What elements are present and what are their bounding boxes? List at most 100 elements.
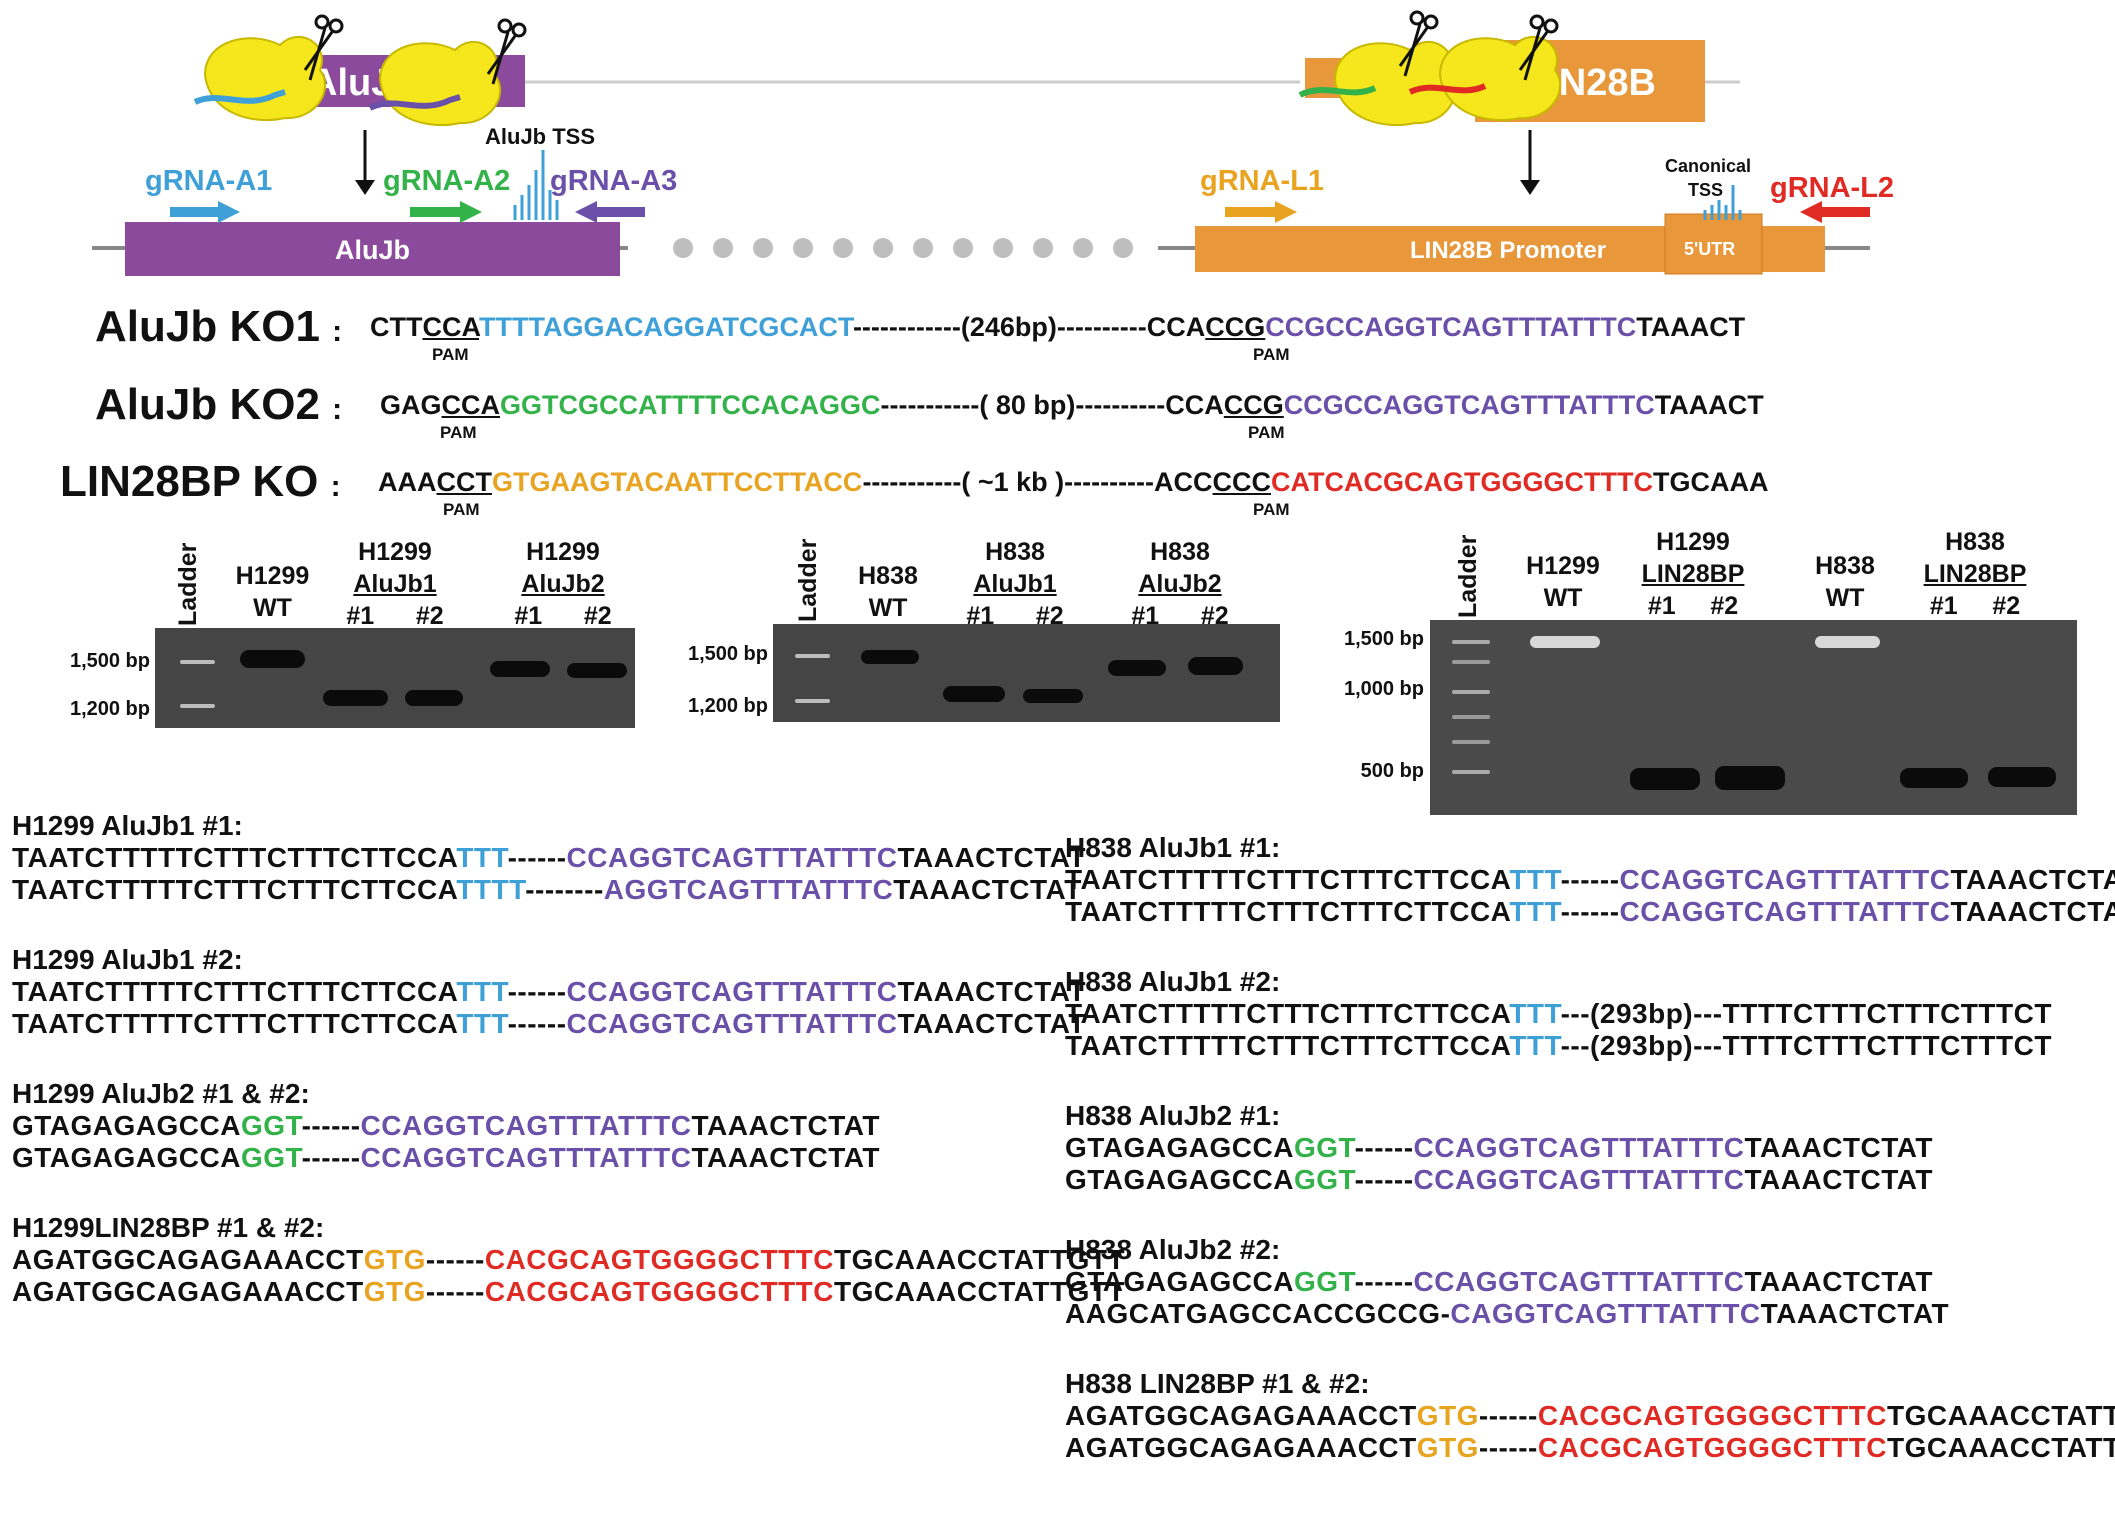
ko1-sequence: CTTCCATTTTAGGACAGGATCGCACT------------(2… — [370, 312, 1746, 342]
grna-a1-arrow-icon — [170, 201, 240, 223]
ko2-pam-right: PAM — [1248, 423, 1285, 442]
alujb-tss-peaks — [513, 150, 559, 220]
scissors-icon-3 — [1398, 10, 1439, 77]
grna-a3-wiggle — [368, 94, 461, 111]
clone-seq-line: TAATCTTTTTCTTTCTTTCTTCCATTT------CCAGGTC… — [1065, 864, 2115, 895]
clone-title: H838 AluJb1 #2: — [1065, 966, 1281, 997]
clone-seq-line: AGATGGCAGAGAAACCTGTG------CACGCAGTGGGGCT… — [12, 1244, 1126, 1275]
ko2-pam-left: PAM — [440, 423, 477, 442]
scissors-icon-2 — [486, 18, 527, 85]
clone-seq-line: TAATCTTTTTCTTTCTTTCTTCCATTT------CCAGGTC… — [12, 842, 1086, 873]
cas9-icon-1 — [203, 35, 326, 122]
alujb-box-label: AluJb — [335, 235, 410, 265]
ko3-pam-right: PAM — [1253, 500, 1290, 519]
lin28b-promoter-label: LIN28B Promoter — [1410, 237, 1606, 264]
grna-a2-arrow-icon — [410, 201, 482, 223]
clone-seq-line: GTAGAGAGCCAGGT------CCAGGTCAGTTTATTTCTAA… — [12, 1142, 881, 1173]
grna-l1-label: gRNA-L1 — [1200, 165, 1324, 197]
grna-a2-label: gRNA-A2 — [383, 165, 510, 197]
grna-a2-wiggle — [1298, 85, 1377, 98]
clone-seq-line: TAATCTTTTTCTTTCTTTCTTCCATTT---(293bp)---… — [1065, 1030, 2052, 1061]
scissors-icon-1 — [303, 14, 344, 81]
utr-label: 5'UTR — [1684, 239, 1735, 259]
ko2-sequence: GAGCCAGGTCGCCATTTTCCACAGGC-----------( 8… — [380, 390, 1764, 420]
grna-a3-label: gRNA-A3 — [550, 165, 677, 197]
canonical-tss-peaks — [1703, 185, 1742, 220]
gel1-image — [155, 628, 635, 728]
gel2-image — [773, 624, 1280, 722]
gel2-ladder-label: Ladder — [794, 538, 822, 622]
gel3-image — [1430, 620, 2077, 815]
grna-a1-wiggle — [193, 89, 286, 105]
clone-seq-line: TAATCTTTTTCTTTCTTTCTTCCATTT------CCAGGTC… — [1065, 896, 2115, 927]
grna-l2-arrow-icon — [1800, 201, 1870, 223]
ko1-pam-right: PAM — [1253, 345, 1290, 364]
clone-seq-line: GTAGAGAGCCAGGT------CCAGGTCAGTTTATTTCTAA… — [1065, 1164, 1934, 1195]
gel3-marker-500: 500 bp — [1360, 760, 1424, 782]
clone-seq-line: TAATCTTTTTCTTTCTTTCTTCCATTT---(293bp)---… — [1065, 998, 2052, 1029]
crispr-schematic: AluJb LIN28B AluJb — [92, 10, 1894, 276]
down-arrow-icon-2 — [1520, 130, 1540, 195]
clone-title: H1299 AluJb1 #2: — [12, 944, 243, 975]
gel1-marker-1500: 1,500 bp — [69, 650, 150, 672]
clone-seq-line: TAATCTTTTTCTTTCTTTCTTCCATTT------CCAGGTC… — [12, 1008, 1086, 1039]
alujb-tss-label: AluJb TSS — [485, 124, 595, 149]
utr-box — [1664, 213, 1763, 275]
ko3-sequence: AAACCTGTGAAGTACAATTCCTTACC-----------( ~… — [378, 467, 1769, 497]
grna-l1-arrow-icon — [1225, 201, 1297, 223]
clone-title: H1299 AluJb1 #1: — [12, 810, 243, 841]
ko3-label: LIN28BP KO : — [60, 457, 341, 506]
clone-seq-line: TAATCTTTTTCTTTCTTTCTTCCATTT------CCAGGTC… — [12, 976, 1086, 1007]
ko2-label: AluJb KO2 : — [95, 380, 343, 429]
gel2-marker-1200: 1,200 bp — [687, 695, 768, 717]
clone-seq-line: GTAGAGAGCCAGGT------CCAGGTCAGTTTATTTCTAA… — [1065, 1266, 1934, 1297]
gel3-marker-1000: 1,000 bp — [1343, 678, 1424, 700]
cas9-icon-2 — [378, 40, 501, 127]
clone-seq-line: TAATCTTTTTCTTTCTTTCTTCCATTTT--------AGGT… — [12, 874, 1082, 905]
clones-right: H838 AluJb1 #1: TAATCTTTTTCTTTCTTTCTTCCA… — [1065, 832, 2115, 1464]
clone-title: H838 AluJb2 #1: — [1065, 1100, 1281, 1131]
gel3-ladder-label: Ladder — [1454, 534, 1482, 618]
gel3-marker-1500: 1,500 bp — [1343, 628, 1424, 650]
grna-l2-wiggle — [1408, 83, 1487, 95]
alujb-box — [125, 222, 620, 276]
clones-left: H1299 AluJb1 #1: TAATCTTTTTCTTTCTTTCTTCC… — [12, 810, 1125, 1308]
clone-seq-line: GTAGAGAGCCAGGT------CCAGGTCAGTTTATTTCTAA… — [12, 1110, 881, 1141]
gel1-ladder-label: Ladder — [174, 542, 202, 626]
ko1-label: AluJb KO1 : — [95, 302, 343, 351]
clone-title: H1299LIN28BP #1 & #2: — [12, 1212, 325, 1243]
grna-l2-label: gRNA-L2 — [1770, 172, 1894, 204]
scissors-icon-4 — [1518, 14, 1559, 81]
down-arrow-icon-1 — [355, 130, 375, 195]
gel1-marker-1200: 1,200 bp — [69, 698, 150, 720]
gel2-marker-1500: 1,500 bp — [687, 643, 768, 665]
ko1-pam-left: PAM — [432, 345, 469, 364]
clone-title: H838 LIN28BP #1 & #2: — [1065, 1368, 1370, 1399]
canonical-tss-label-1: Canonical — [1665, 156, 1751, 176]
clone-seq-line: AGATGGCAGAGAAACCTGTG------CACGCAGTGGGGCT… — [12, 1276, 1126, 1307]
gap-dots — [673, 238, 1133, 258]
clone-title: H1299 AluJb2 #1 & #2: — [12, 1078, 310, 1109]
clone-seq-line: AAGCATGAGCCACCGCCG-CAGGTCAGTTTATTTCTAAAC… — [1065, 1298, 1950, 1329]
clone-seq-line: AGATGGCAGAGAAACCTGTG------CACGCAGTGGGGCT… — [1065, 1432, 2115, 1463]
cas9-icon-3 — [1333, 40, 1456, 127]
clone-title: H838 AluJb2 #2: — [1065, 1234, 1281, 1265]
grna-a1-label: gRNA-A1 — [145, 165, 272, 197]
clone-title: H838 AluJb1 #1: — [1065, 832, 1281, 863]
canonical-tss-label-2: TSS — [1688, 180, 1723, 200]
ko3-pam-left: PAM — [443, 500, 480, 519]
clone-seq-line: GTAGAGAGCCAGGT------CCAGGTCAGTTTATTTCTAA… — [1065, 1132, 1934, 1163]
grna-a3-arrow-icon — [575, 201, 645, 223]
cas9-icon-4 — [1438, 35, 1561, 122]
clone-seq-line: AGATGGCAGAGAAACCTGTG------CACGCAGTGGGGCT… — [1065, 1400, 2115, 1431]
